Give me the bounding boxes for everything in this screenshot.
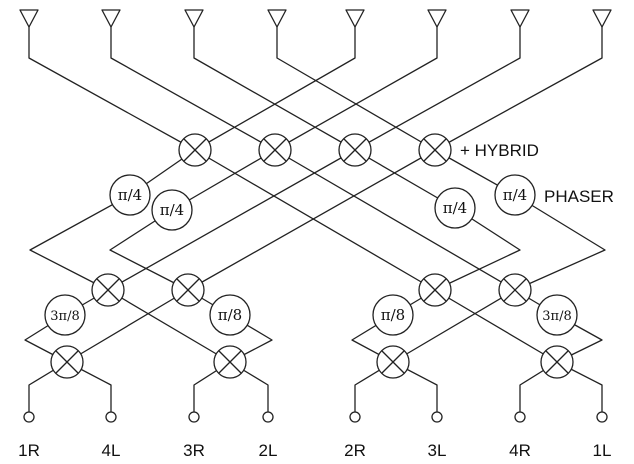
hybrid-node	[498, 273, 532, 307]
phaser-node: π/4	[109, 174, 151, 216]
antenna-row	[19, 9, 612, 28]
phaser-node: π/4	[494, 174, 536, 216]
hybrid-node	[50, 345, 84, 379]
port-wires	[28, 361, 603, 413]
antenna-icon	[427, 9, 447, 28]
phaser-annotation: PHASER	[544, 187, 614, 206]
port-label: 2L	[259, 441, 278, 460]
phaser-label: π/4	[443, 199, 467, 217]
middle-wires	[29, 149, 606, 291]
phaser-label: 3π/8	[50, 309, 79, 324]
port-labels: 1R 4L 3R 2L 2R 3L 4R 1L	[18, 441, 611, 460]
port-label: 4L	[102, 441, 121, 460]
hybrids	[50, 133, 574, 379]
phaser-node: 3π/8	[536, 294, 578, 336]
port-terminal	[431, 411, 443, 423]
phaser-node: π/8	[209, 294, 251, 336]
antenna-icon	[510, 9, 530, 28]
phaser-label: π/8	[218, 306, 242, 324]
lower-wires	[24, 289, 603, 363]
antenna-icon	[101, 9, 121, 28]
port-terminal	[514, 411, 526, 423]
port-label: 3R	[183, 441, 205, 460]
phaser-label: π/8	[381, 306, 405, 324]
port-label: 3L	[428, 441, 447, 460]
port-label: 1R	[18, 441, 40, 460]
hybrid-node	[540, 345, 574, 379]
phaser-label: π/4	[118, 186, 142, 204]
port-terminal	[23, 411, 35, 423]
port-terminal	[188, 411, 200, 423]
antenna-icon	[184, 9, 204, 28]
antenna-icon	[19, 9, 39, 28]
hybrid-node	[171, 273, 205, 307]
ports	[23, 411, 608, 423]
hybrid-node	[418, 133, 452, 167]
antenna-icon	[592, 9, 612, 28]
hybrid-node	[376, 345, 410, 379]
port-terminal	[349, 411, 361, 423]
hybrid-annotation: + HYBRID	[460, 141, 539, 160]
phaser-node: 3π/8	[44, 294, 86, 336]
phasers: π/4 π/4 π/4 π/4 3π/8 π/8 π/8 3π/8	[44, 174, 578, 336]
phaser-node: π/8	[372, 294, 414, 336]
port-label: 4R	[509, 441, 531, 460]
port-label: 1L	[593, 441, 612, 460]
phaser-node: π/4	[434, 187, 476, 229]
phaser-node: π/4	[151, 189, 193, 231]
phaser-label: π/4	[160, 201, 184, 219]
hybrid-node	[91, 273, 125, 307]
antenna-icon	[345, 9, 365, 28]
antenna-wires	[28, 26, 603, 151]
hybrid-node	[338, 133, 372, 167]
hybrid-node	[418, 273, 452, 307]
phaser-label: π/4	[503, 186, 527, 204]
port-terminal	[262, 411, 274, 423]
port-terminal	[105, 411, 117, 423]
antenna-icon	[267, 9, 287, 28]
port-label: 2R	[344, 441, 366, 460]
hybrid-node	[213, 345, 247, 379]
hybrid-node	[178, 133, 212, 167]
port-terminal	[596, 411, 608, 423]
hybrid-node	[258, 133, 292, 167]
phaser-label: 3π/8	[542, 309, 571, 324]
